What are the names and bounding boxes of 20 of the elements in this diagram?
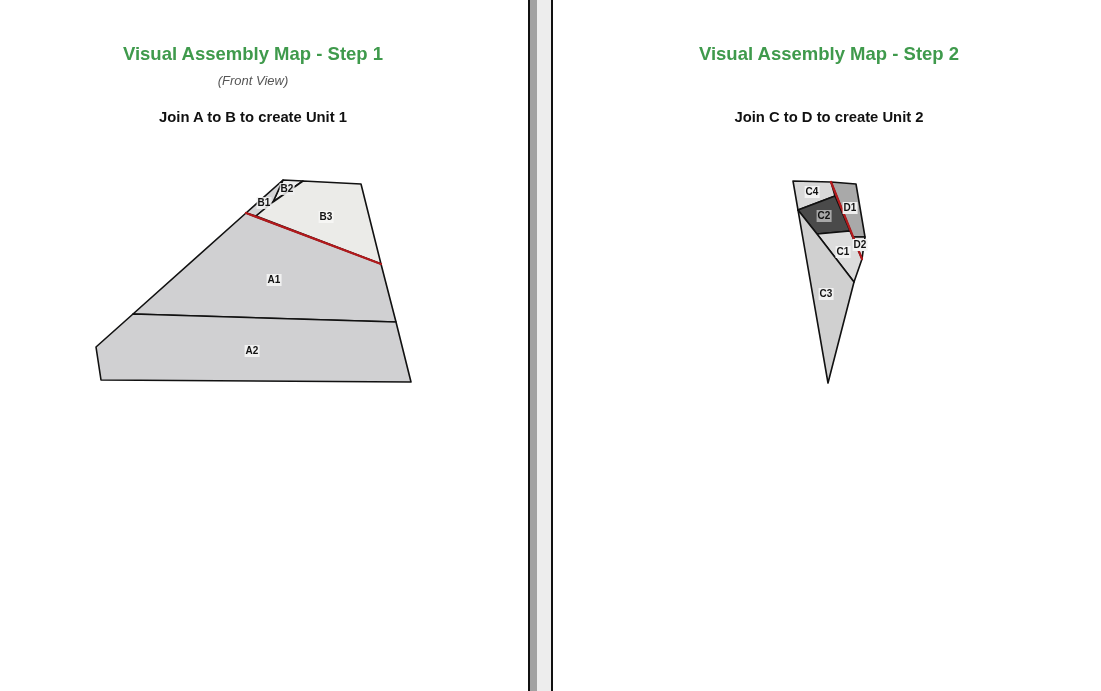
fabric-piece <box>798 210 854 383</box>
piece-label: A1 <box>266 274 282 286</box>
piece-label: B3 <box>318 211 334 223</box>
step-title: Visual Assembly Map - Step 2 <box>698 43 960 65</box>
view-note: (Front View) <box>217 73 289 89</box>
piece-label: B1 <box>256 197 272 209</box>
piece-label: C4 <box>804 186 820 198</box>
fabric-piece <box>256 181 381 264</box>
step-title: Visual Assembly Map - Step 1 <box>122 43 384 65</box>
fabric-piece <box>133 213 396 322</box>
piece-label: C2 <box>816 210 832 222</box>
piece-label: C3 <box>818 288 834 300</box>
fabric-piece <box>96 314 411 382</box>
piece-label: B2 <box>279 183 295 195</box>
instruction-text: Join A to B to create Unit 1 <box>159 109 347 127</box>
piece-label: A2 <box>244 345 260 357</box>
instruction-text: Join C to D to create Unit 2 <box>734 109 924 127</box>
piece-label: C1 <box>835 246 851 258</box>
piece-label: D2 <box>852 239 868 251</box>
piece-label: D1 <box>842 202 858 214</box>
